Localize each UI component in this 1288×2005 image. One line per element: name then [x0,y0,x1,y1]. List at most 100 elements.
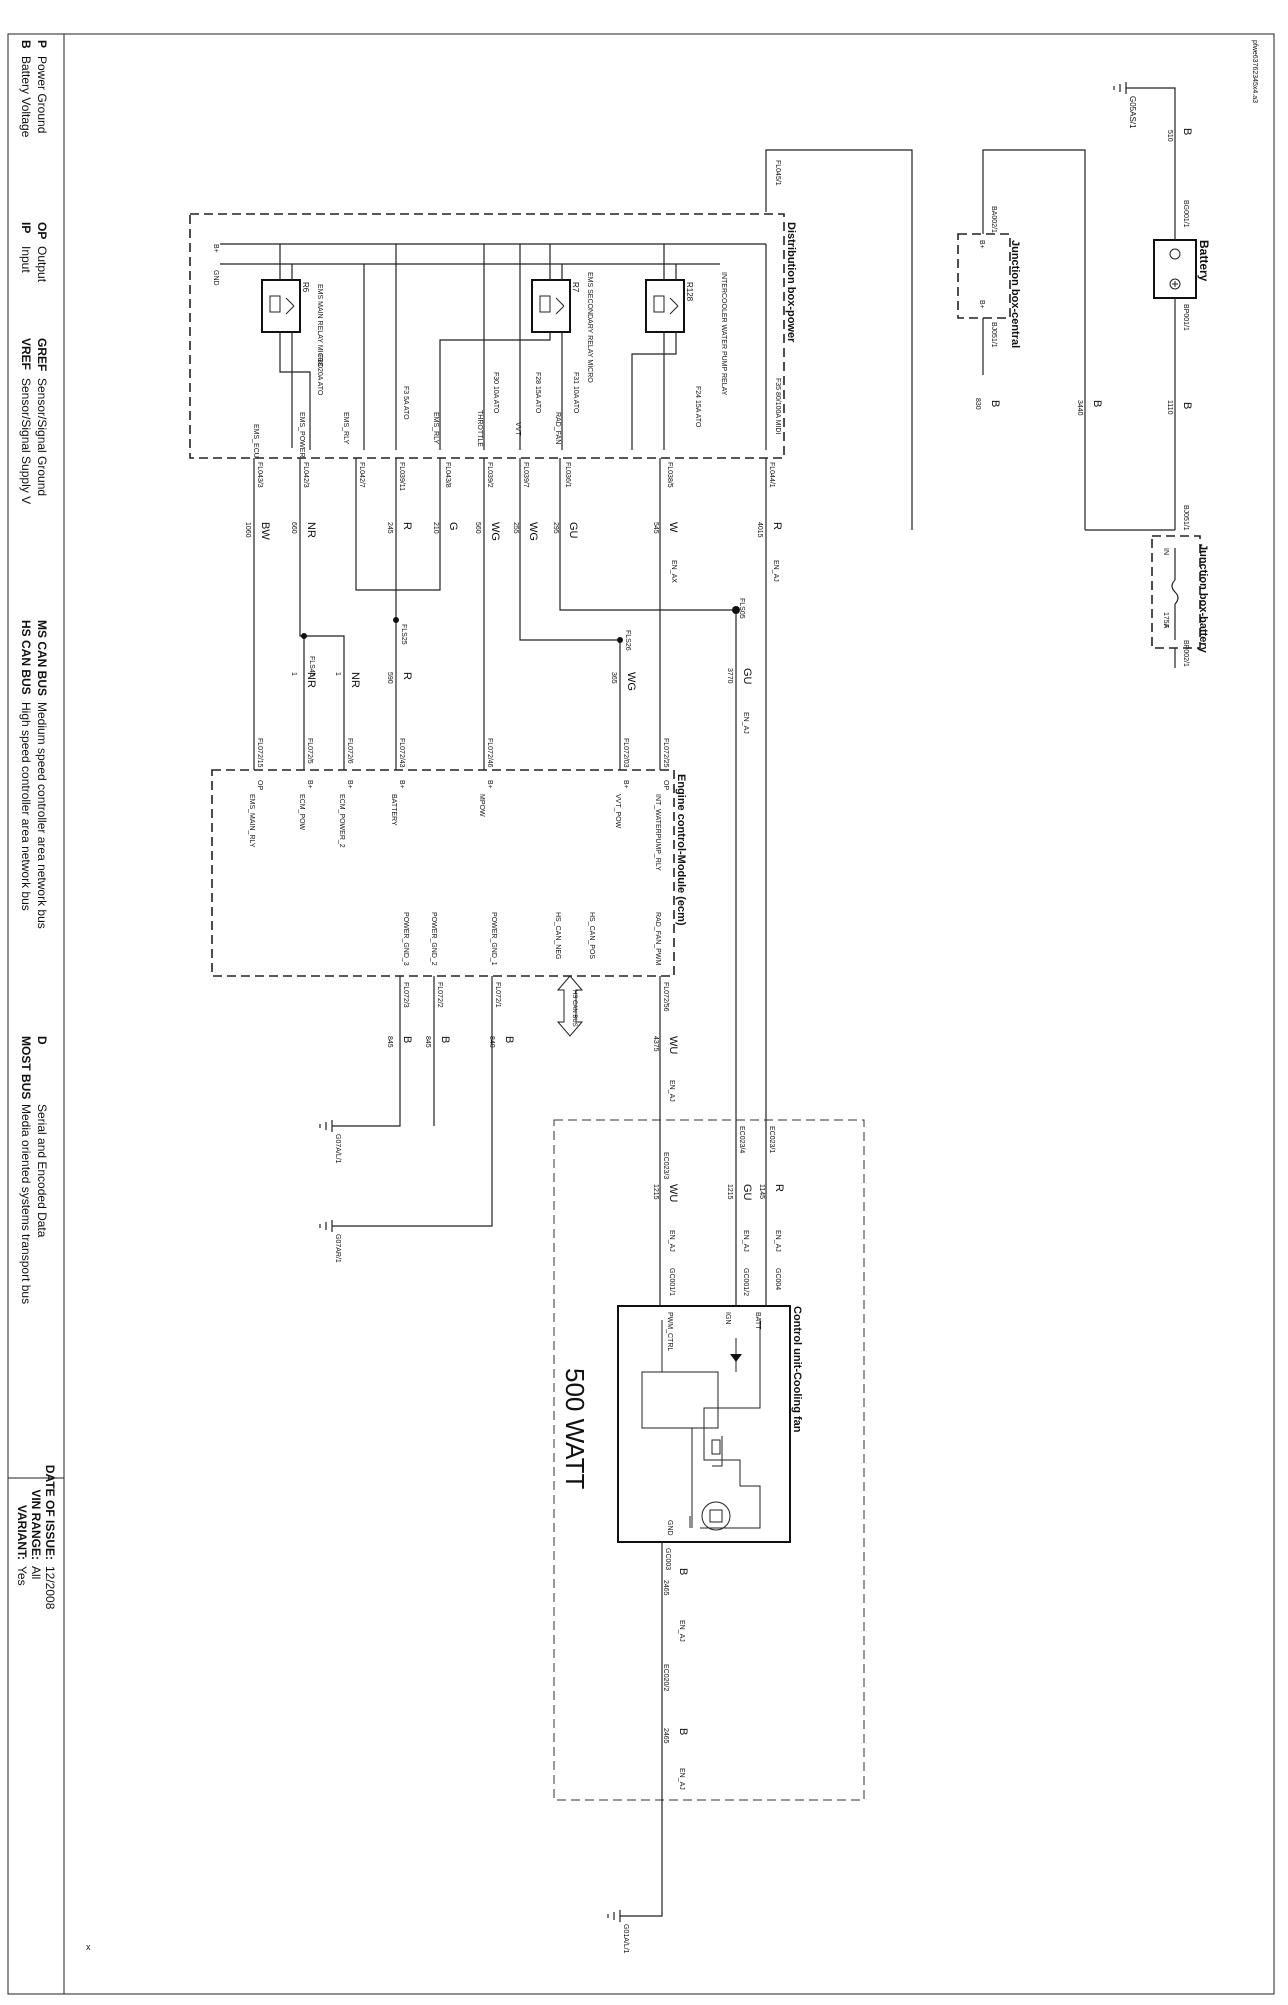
legend-desc: Output [35,246,49,283]
dist-box-label: Distribution box-power [785,222,797,343]
svg-text:F: F [1162,624,1169,628]
svg-text:GU: GU [741,1184,753,1201]
svg-text:EN_AJ: EN_AJ [678,1768,685,1790]
svg-text:B+: B+ [398,780,405,789]
svg-text:210: 210 [432,522,439,534]
svg-text:FL038/5: FL038/5 [666,462,673,488]
engine-control-module: Engine control-Module (ecm) [211,769,687,977]
svg-text:B+: B+ [622,780,629,789]
junction-box-central: Junction box-central B+ B+ [957,233,1021,348]
wire-color: B [989,400,1001,407]
signal-label: EMS_RLY [432,412,439,444]
legend-code: D [35,1036,49,1045]
svg-text:590: 590 [386,672,393,684]
ecm-pins: FL072/15 FL072/5 FL072/6 FL072/43 FL072/… [248,738,669,966]
svg-text:INT_WATERPUMP_RLY: INT_WATERPUMP_RLY [654,794,661,871]
hs-can-bus-arrow: HS CAN BUS [556,975,584,1037]
svg-text:GU: GU [567,522,579,539]
legend-desc: Serial and Encoded Data [35,1104,49,1238]
svg-text:2465: 2465 [662,1728,669,1744]
svg-text:GND: GND [212,270,219,286]
svg-text:FL042/7: FL042/7 [358,462,365,488]
fuse-label: F28 15A ATO [534,372,541,414]
svg-text:G01A/L/1: G01A/L/1 [622,1924,629,1954]
signal-label: EMS_RLY [342,412,349,444]
svg-text:IGN: IGN [724,1312,731,1324]
svg-text:OP: OP [662,780,669,790]
svg-text:NR: NR [305,672,317,688]
svg-text:FL036/1: FL036/1 [564,462,571,488]
svg-text:845: 845 [424,1036,431,1048]
fan-label: Control unit-Cooling fan [791,1306,803,1433]
svg-text:VVT_POW: VVT_POW [614,794,621,829]
svg-text:1: 1 [290,672,297,676]
signal-label: VVT [514,422,521,436]
splice-label: FLS40 [308,656,315,677]
svg-text:POWER_GND_1: POWER_GND_1 [490,912,497,966]
dist-connectors: FL043/3 FL042/3 FL042/7 FL039/11 FL043/8… [256,462,775,491]
connector-label: FL045/1 [774,160,781,186]
legend-desc: Battery Voltage [19,56,33,138]
wire-labels: BW 1060 NR 660 R 245 G 210 WG 560 WG 255… [244,522,783,583]
svg-text:FL072/3: FL072/3 [402,982,409,1008]
fan-harness-outline [553,1119,865,1801]
svg-text:HS_CAN_POS: HS_CAN_POS [588,912,595,959]
svg-text:POWER_GND_2: POWER_GND_2 [430,912,437,966]
stray-mark: x [86,1942,91,1952]
svg-text:BATTERY: BATTERY [390,794,397,826]
svg-text:GC003: GC003 [664,1548,671,1570]
svg-text:FL042/3: FL042/3 [302,462,309,488]
svg-text:B+: B+ [306,780,313,789]
wire-number: 3440 [1076,400,1083,416]
svg-text:BW: BW [259,522,271,540]
svg-text:R: R [773,1184,785,1192]
svg-text:1145: 1145 [758,1184,765,1199]
wire-color: B [1091,400,1103,407]
svg-text:IN: IN [1162,548,1169,555]
signal-label: EMS_ECU [252,424,259,458]
svg-text:EN_AJ: EN_AJ [772,560,779,582]
svg-text:FL072/25: FL072/25 [662,738,669,768]
svg-text:EN_AJ: EN_AJ [668,1080,675,1102]
connector-label: BG001/1 [1182,200,1189,228]
legend-desc: Input [19,246,33,273]
svg-text:W: W [667,522,679,533]
svg-text:245: 245 [386,522,393,534]
svg-text:G07A/L/1: G07A/L/1 [334,1134,341,1164]
svg-text:EN_AJ: EN_AJ [668,1230,675,1252]
wire-number: 510 [1166,130,1173,142]
svg-text:R: R [771,522,783,530]
svg-text:660: 660 [290,522,297,534]
ecm-label: Engine control-Module (ecm) [675,774,687,926]
wire-number: 830 [974,398,981,410]
legend-code: B [19,40,33,49]
svg-text:840: 840 [488,1036,495,1048]
svg-text:POWER_GND_3: POWER_GND_3 [402,912,409,966]
svg-text:B+: B+ [978,300,985,309]
svg-text:PWM_CTRL: PWM_CTRL [666,1312,673,1351]
svg-text:FL043/8: FL043/8 [444,462,451,488]
battery: Battery [1153,239,1211,299]
signal-label: EMS_POWER [298,412,305,458]
relay-name: EMS SECONDARY RELAY MICRO [586,272,593,383]
fuse-label: F3 5A ATO [402,386,409,420]
svg-text:FL072/56: FL072/56 [662,982,669,1012]
svg-text:FL072/43: FL072/43 [398,738,405,768]
svg-text:EC023/1: EC023/1 [768,1126,775,1153]
wire-color: B [1181,402,1193,409]
connector-label: BP002/1 [1182,640,1189,667]
svg-text:EC023/4: EC023/4 [738,1126,745,1153]
vin-label: VIN RANGE: [29,1489,43,1560]
splice-label: FLS25 [400,624,407,645]
signal-label: THROTTLE [476,410,483,447]
relay-name: EMS MAIN RELAY MICRO [316,284,323,369]
svg-text:545: 545 [652,522,659,534]
svg-text:EN_AX: EN_AX [670,560,677,583]
svg-text:G: G [447,522,459,531]
relay-name: INTERCOOLER WATER PUMP RELAY [720,272,727,396]
svg-text:B+: B+ [978,240,985,249]
svg-text:EC023/3: EC023/3 [662,1152,669,1179]
vin-value: All [29,1566,43,1579]
